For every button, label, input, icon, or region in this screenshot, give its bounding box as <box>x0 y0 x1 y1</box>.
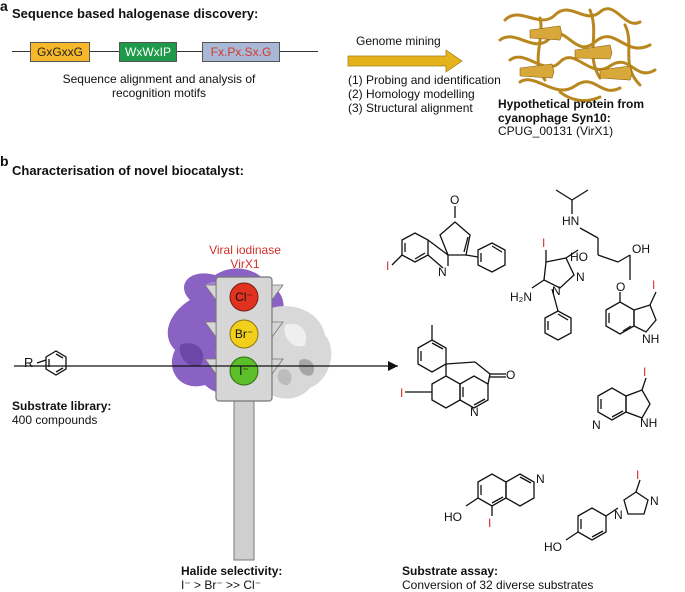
atom-nh-2: NH <box>640 416 658 430</box>
atom-n-6: N <box>536 472 545 486</box>
structure-spiro-indolenine <box>391 206 506 273</box>
structure-indole-ether <box>555 189 657 335</box>
motif-caption-line-2: recognition motifs <box>111 86 207 100</box>
structure-hydroxyquinoline <box>465 473 535 516</box>
halide-selectivity-order: I⁻ > Br⁻ >> Cl⁻ <box>181 578 262 592</box>
substrate-library-title: Substrate library: <box>12 399 112 413</box>
protein-title-line-1: Hypothetical protein from <box>498 97 645 111</box>
motif-wxwxip: WxWxIP <box>119 42 177 62</box>
atom-r: R <box>24 355 34 370</box>
step-3: (3) Structural alignment <box>348 101 473 115</box>
substrate-library-count: 400 compounds <box>12 413 98 427</box>
atom-ho-3: HO <box>544 540 562 554</box>
atom-hn: HN <box>562 214 580 228</box>
atom-ho-2: HO <box>444 510 462 524</box>
protein-title-line-2: cyanophage Syn10: <box>498 111 611 125</box>
atom-i-4: I <box>400 386 404 400</box>
substrate-benzene <box>36 350 67 376</box>
protein-id: CPUG_00131 (VirX1) <box>498 124 614 138</box>
substrate-library-caption: Substrate library: 400 compounds <box>12 399 111 427</box>
atom-n-5: N <box>592 418 601 432</box>
atom-i-7: I <box>636 468 640 482</box>
enzyme-label-line-1: Viral iodinase <box>209 243 281 257</box>
halide-selectivity-caption: Halide selectivity: I⁻ > Br⁻ >> Cl⁻ <box>181 564 282 592</box>
atom-o-3: O <box>506 368 516 382</box>
step-2: (2) Homology modelling <box>348 87 475 101</box>
motif-fxpxsxg: Fx.Px.Sx.G <box>202 42 280 62</box>
atom-n-3: N <box>576 270 585 284</box>
bromide-label: Br⁻ <box>234 327 254 341</box>
substrate-assay-text: Conversion of 32 diverse substrates <box>402 578 594 592</box>
atom-i-6: I <box>488 516 492 530</box>
motif-caption: Sequence alignment and analysis of recog… <box>34 72 284 100</box>
step-1: (1) Probing and identification <box>348 73 501 87</box>
atom-i-3: I <box>542 236 546 250</box>
structure-aminopyrazole <box>531 249 579 341</box>
atom-nh-1: NH <box>642 332 660 346</box>
iodide-label: I⁻ <box>239 364 249 378</box>
reaction-arrow-head <box>388 361 398 371</box>
halide-selectivity-title: Halide selectivity: <box>181 564 283 578</box>
atom-o-1: O <box>450 193 460 207</box>
panel-a-letter: a <box>0 0 8 14</box>
enzyme-label-line-2: VirX1 <box>230 257 260 271</box>
atom-n-4: N <box>470 405 479 419</box>
enzyme-label: Viral iodinase VirX1 <box>190 243 300 271</box>
atom-o-2: O <box>616 280 626 294</box>
atom-ho: HO <box>570 250 588 264</box>
protein-title: Hypothetical protein from cyanophage Syn… <box>498 97 644 125</box>
motif-caption-line-1: Sequence alignment and analysis of <box>62 72 256 86</box>
atom-n-1: N <box>438 265 447 279</box>
atom-i-5: I <box>643 365 647 379</box>
traffic-light-pole <box>233 394 255 561</box>
substrate-assay-caption: Substrate assay: Conversion of 32 divers… <box>402 564 593 592</box>
atom-i-1: I <box>386 259 390 273</box>
panel-b-letter: b <box>0 153 9 169</box>
atom-oh: OH <box>632 242 650 256</box>
structure-phenol-imidazole <box>565 479 649 541</box>
chloride-label: Cl⁻ <box>235 290 253 304</box>
atom-i-2: I <box>652 278 656 292</box>
genome-mining-label: Genome mining <box>356 34 441 48</box>
atom-n-7: N <box>614 508 623 522</box>
mining-steps: (1) Probing and identification (2) Homol… <box>348 73 501 115</box>
chloride-light <box>229 282 259 312</box>
panel-b-title: Characterisation of novel biocatalyst: <box>12 163 244 178</box>
atom-n-2: N <box>552 284 561 298</box>
motif-gxgxxg: GxGxxG <box>30 42 90 62</box>
atom-h2n: H₂N <box>510 290 532 304</box>
atom-n-8: N <box>650 494 659 508</box>
structure-azaindole <box>597 377 651 421</box>
bromide-light <box>229 319 259 349</box>
substrate-assay-title: Substrate assay: <box>402 564 499 578</box>
panel-a-title: Sequence based halogenase discovery: <box>12 6 259 21</box>
iodide-light <box>229 356 259 386</box>
structure-quinolinone <box>405 325 506 409</box>
